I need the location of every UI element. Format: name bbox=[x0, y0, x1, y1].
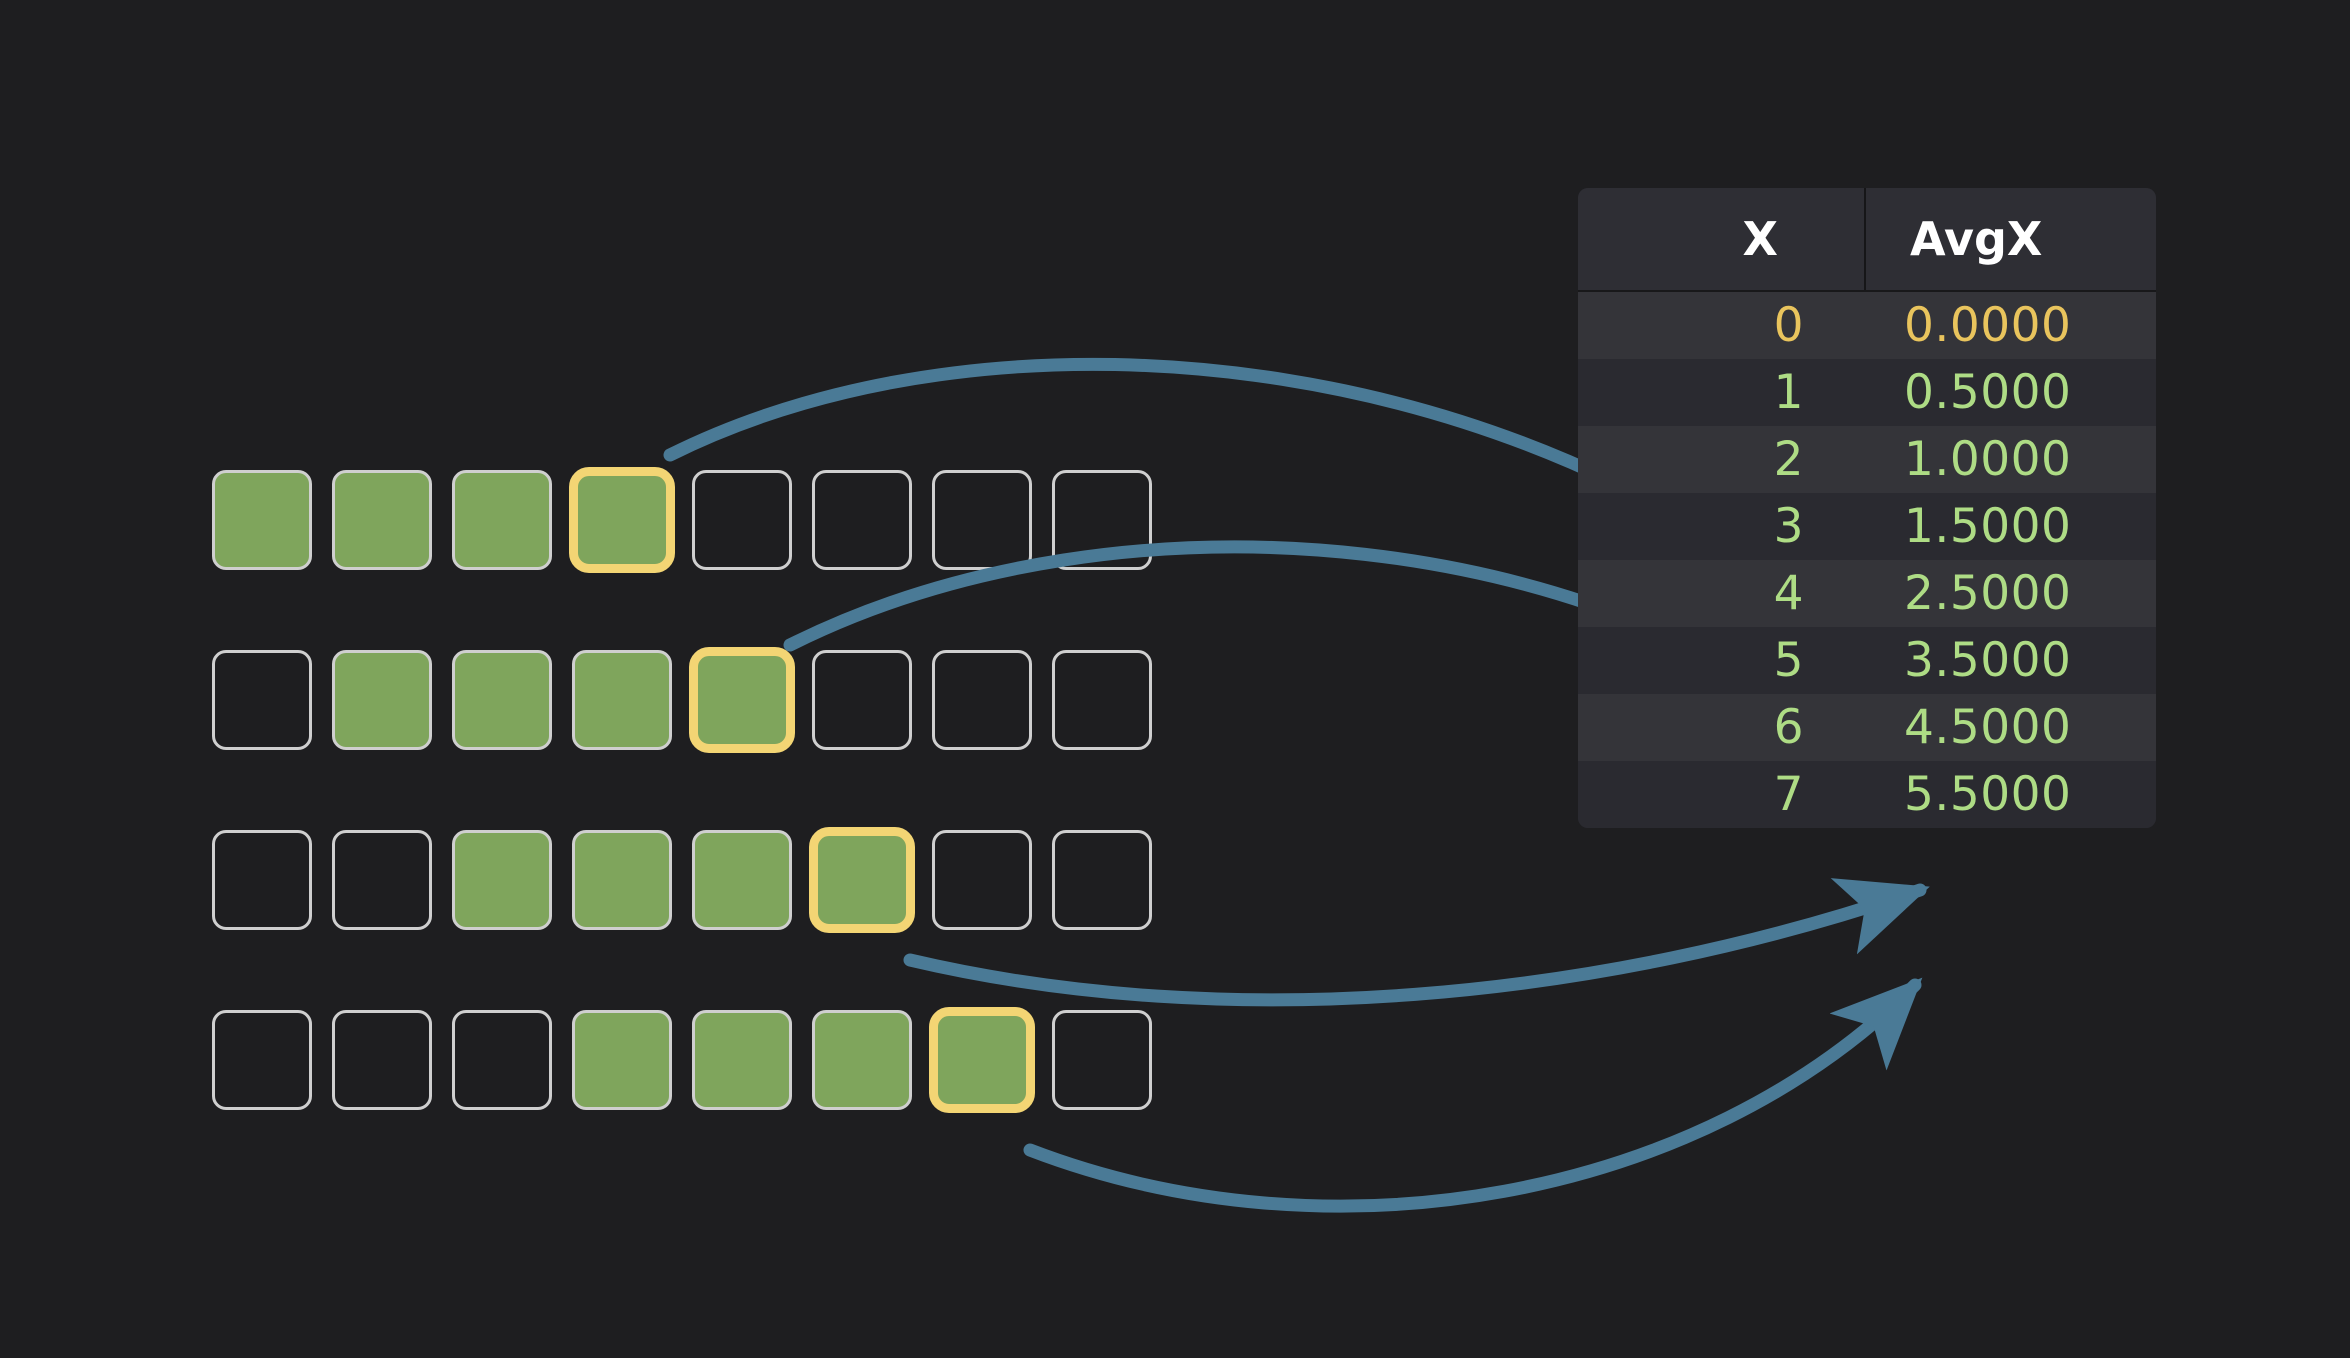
grid-cell-r3-c3-filled[interactable] bbox=[452, 830, 552, 930]
cell-x-0: 0 bbox=[1773, 298, 1804, 353]
table-body: 0 0.0000 1 0.5000 2 1.0000 3 1.5000 4 2.5000 5 3.50… bbox=[1578, 292, 2156, 828]
column-header-avgx: AvgX bbox=[1910, 212, 2043, 266]
cell-avgx-0: 0.0000 bbox=[1904, 298, 2072, 353]
grid-cell-r2-c5-highlight[interactable] bbox=[689, 647, 795, 753]
table-row[interactable]: 4 2.5000 bbox=[1578, 560, 2156, 627]
table-row[interactable]: 3 1.5000 bbox=[1578, 493, 2156, 560]
cell-avgx-3: 1.5000 bbox=[1904, 499, 2072, 554]
grid-cell-r4-c5-filled[interactable] bbox=[692, 1010, 792, 1110]
table-header-row: X AvgX bbox=[1578, 188, 2156, 292]
grid-cell-r2-c2-filled[interactable] bbox=[332, 650, 432, 750]
grid-cell-r2-c7-empty[interactable] bbox=[932, 650, 1032, 750]
grid-cell-r4-c7-highlight[interactable] bbox=[929, 1007, 1035, 1113]
grid-cell-r4-c1-empty[interactable] bbox=[212, 1010, 312, 1110]
grid-cell-r1-c7-empty[interactable] bbox=[932, 470, 1032, 570]
cell-x-7: 7 bbox=[1773, 767, 1804, 822]
cell-avgx-7: 5.5000 bbox=[1904, 767, 2072, 822]
grid-cell-r3-c8-empty[interactable] bbox=[1052, 830, 1152, 930]
grid-cell-r3-c6-highlight[interactable] bbox=[809, 827, 915, 933]
grid-cell-r1-c1-filled[interactable] bbox=[212, 470, 312, 570]
grid-cell-r2-c8-empty[interactable] bbox=[1052, 650, 1152, 750]
grid-cell-r4-c3-empty[interactable] bbox=[452, 1010, 552, 1110]
table-row[interactable]: 0 0.0000 bbox=[1578, 292, 2156, 359]
table-row[interactable]: 7 5.5000 bbox=[1578, 761, 2156, 828]
cell-x-3: 3 bbox=[1773, 499, 1804, 554]
cell-x-1: 1 bbox=[1773, 365, 1804, 420]
grid-cell-r4-c8-empty[interactable] bbox=[1052, 1010, 1152, 1110]
grid-cell-r1-c6-empty[interactable] bbox=[812, 470, 912, 570]
cell-avgx-1: 0.5000 bbox=[1904, 365, 2072, 420]
grid-cell-r2-c4-filled[interactable] bbox=[572, 650, 672, 750]
avgx-table: X AvgX 0 0.0000 1 0.5000 2 1.0000 3 1.5000 4 2.50… bbox=[1578, 188, 2156, 828]
grid-cell-r1-c2-filled[interactable] bbox=[332, 470, 432, 570]
cell-x-6: 6 bbox=[1773, 700, 1804, 755]
cell-avgx-2: 1.0000 bbox=[1904, 432, 2072, 487]
grid-cell-r4-c2-empty[interactable] bbox=[332, 1010, 432, 1110]
grid-cell-r1-c5-empty[interactable] bbox=[692, 470, 792, 570]
grid-cell-r2-c6-empty[interactable] bbox=[812, 650, 912, 750]
cell-x-4: 4 bbox=[1773, 566, 1804, 621]
grid-cell-r3-c4-filled[interactable] bbox=[572, 830, 672, 930]
table-row[interactable]: 2 1.0000 bbox=[1578, 426, 2156, 493]
cell-avgx-6: 4.5000 bbox=[1904, 700, 2072, 755]
table-row[interactable]: 5 3.5000 bbox=[1578, 627, 2156, 694]
grid-cell-r2-c1-empty[interactable] bbox=[212, 650, 312, 750]
grid-cell-r4-c6-filled[interactable] bbox=[812, 1010, 912, 1110]
grid-cell-r1-c8-empty[interactable] bbox=[1052, 470, 1152, 570]
cell-avgx-5: 3.5000 bbox=[1904, 633, 2072, 688]
grid-cell-r3-c7-empty[interactable] bbox=[932, 830, 1032, 930]
grid-cell-r1-c4-highlight[interactable] bbox=[569, 467, 675, 573]
cell-avgx-4: 2.5000 bbox=[1904, 566, 2072, 621]
grid-cell-r4-c4-filled[interactable] bbox=[572, 1010, 672, 1110]
grid-cell-r3-c2-empty[interactable] bbox=[332, 830, 432, 930]
column-header-x: X bbox=[1578, 188, 1866, 290]
table-row[interactable]: 1 0.5000 bbox=[1578, 359, 2156, 426]
cell-x-5: 5 bbox=[1773, 633, 1804, 688]
grid-cell-r1-c3-filled[interactable] bbox=[452, 470, 552, 570]
cell-x-2: 2 bbox=[1773, 432, 1804, 487]
grid-cell-r3-c1-empty[interactable] bbox=[212, 830, 312, 930]
grid-cell-r3-c5-filled[interactable] bbox=[692, 830, 792, 930]
arrow-row4-to-4p5 bbox=[1023, 977, 1923, 1213]
grid-cell-r2-c3-filled[interactable] bbox=[452, 650, 552, 750]
table-row[interactable]: 6 4.5000 bbox=[1578, 694, 2156, 761]
